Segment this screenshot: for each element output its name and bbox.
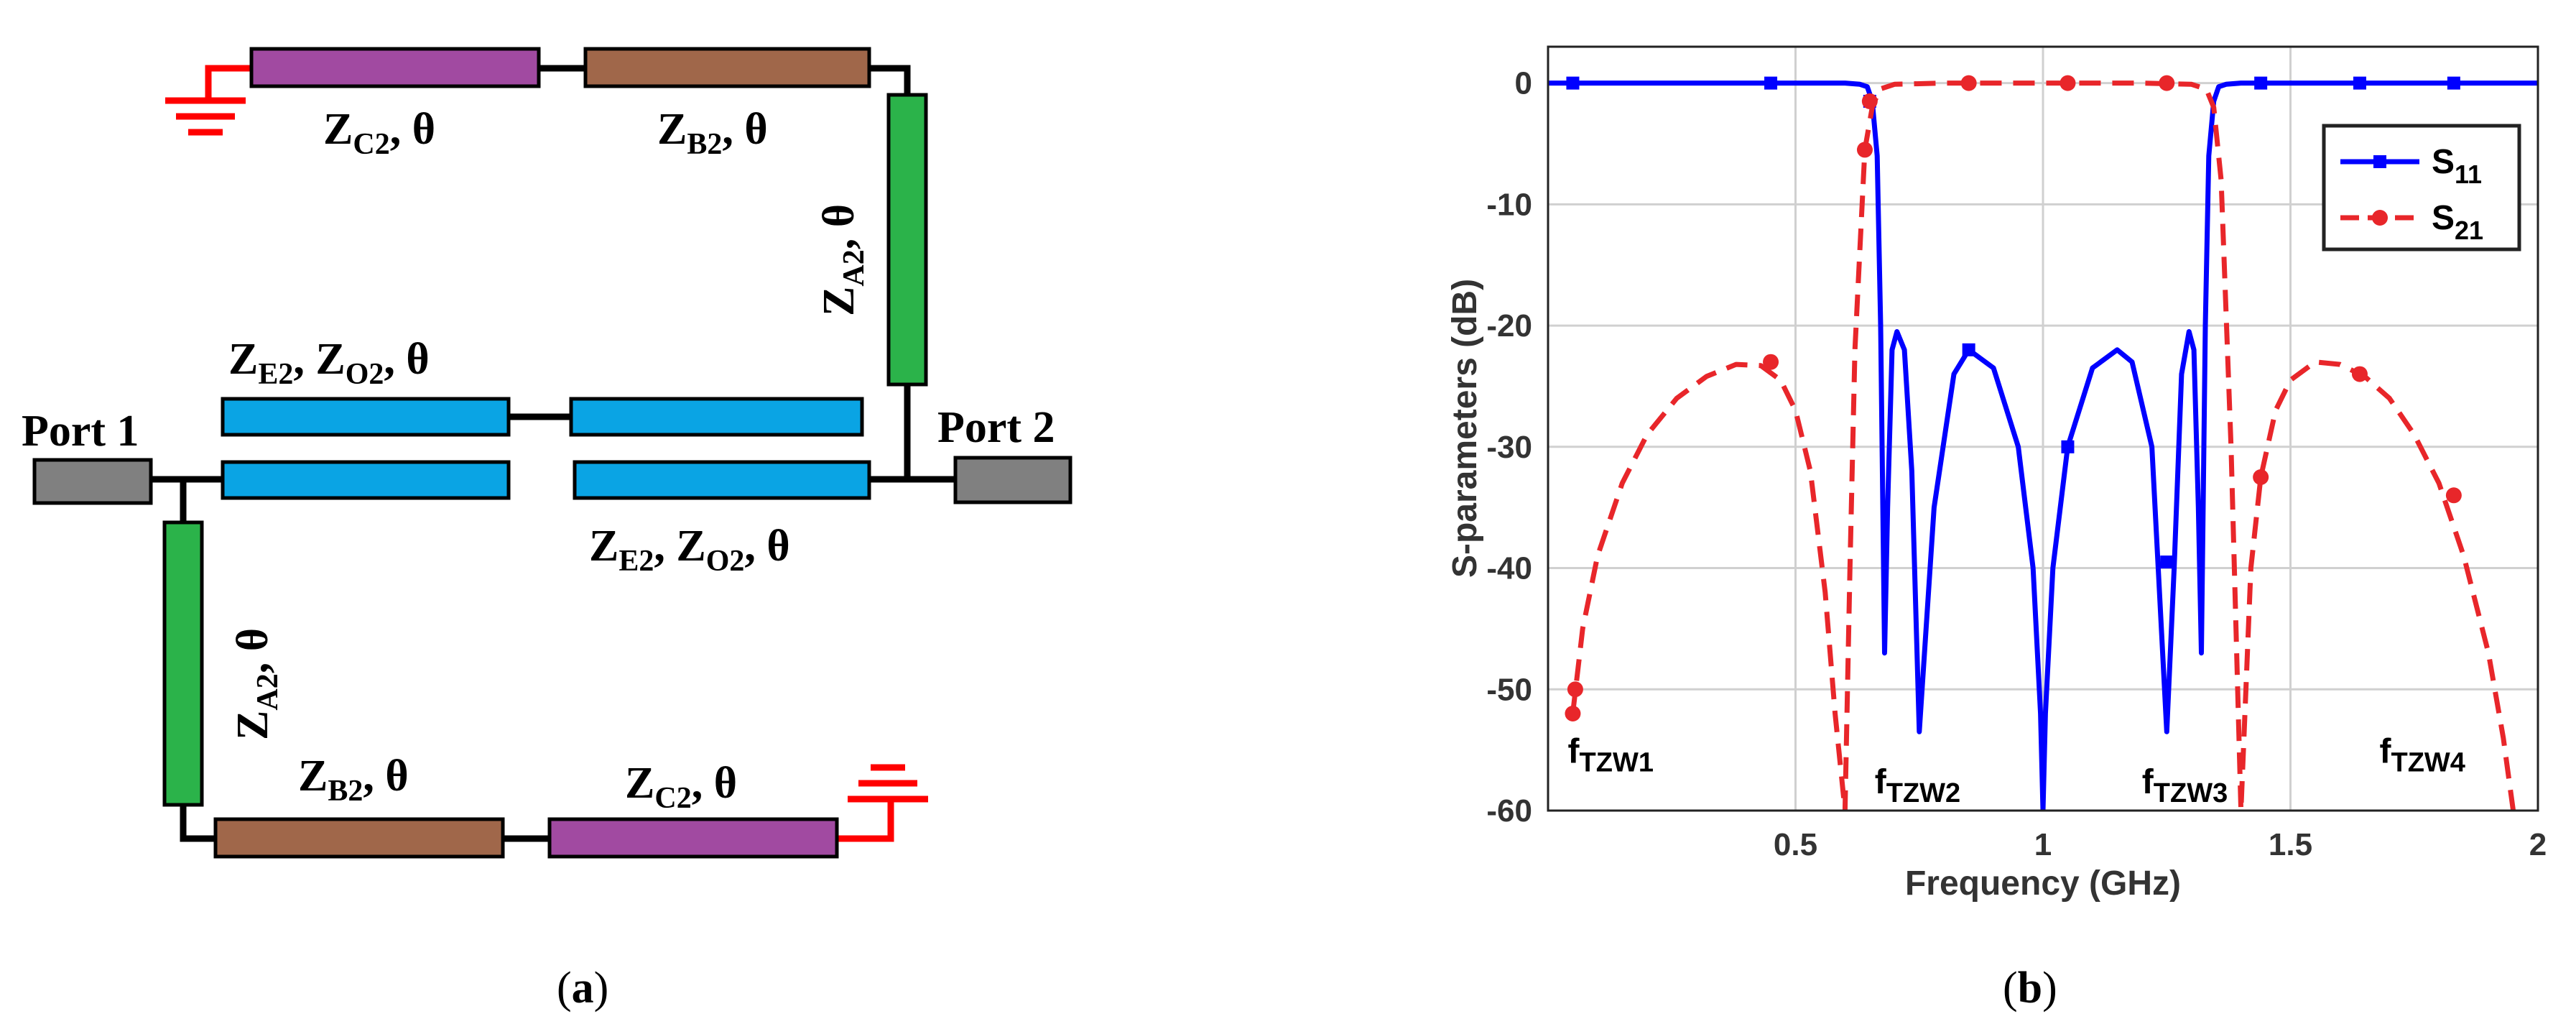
y-axis-label: S-parameters (dB) bbox=[1446, 279, 1484, 578]
stub-zb2-top bbox=[583, 47, 871, 88]
stub-zc2-top bbox=[249, 47, 541, 88]
marker-layer bbox=[1565, 75, 2462, 722]
marker-s21 bbox=[2351, 366, 2368, 382]
legend-box bbox=[2322, 124, 2521, 252]
port2-label: Port 2 bbox=[937, 403, 1055, 452]
marker-s11 bbox=[2061, 440, 2075, 453]
legend-marker-s11 bbox=[2373, 155, 2386, 168]
plot-frame bbox=[1547, 45, 2539, 812]
x-axis-label: Frequency (GHz) bbox=[1905, 864, 2181, 903]
marker-s21 bbox=[2159, 75, 2175, 91]
ground-bottom-right-icon bbox=[837, 764, 928, 842]
caption-b: (b) bbox=[2003, 964, 2057, 1013]
y-tick-label: -50 bbox=[1486, 672, 1532, 707]
marker-s11 bbox=[1764, 76, 1778, 90]
marker-s21 bbox=[2060, 75, 2076, 91]
y-tick-label: 0 bbox=[1515, 66, 1532, 101]
label-coupled-top: ZE2, ZO2, θ bbox=[228, 335, 430, 391]
label-za2-left: ZA2, θ bbox=[228, 628, 284, 740]
coupled-line-bottom-right bbox=[573, 460, 871, 500]
legend-marker-s21 bbox=[2372, 210, 2388, 226]
marker-s11 bbox=[2353, 76, 2366, 90]
coupled-line-top-left bbox=[221, 397, 511, 437]
label-zc2-top: ZC2, θ bbox=[323, 105, 435, 161]
x-tick-label: 1 bbox=[2034, 827, 2052, 862]
marker-s11 bbox=[2447, 76, 2460, 90]
circuit-diagram: Port 1 Port 2 ZC2, θ ZB2, θ ZA2, θ ZE2, … bbox=[22, 47, 1072, 859]
wire-left-bottom bbox=[180, 801, 219, 842]
wires bbox=[147, 65, 959, 842]
series-line-s11 bbox=[1548, 80, 2538, 811]
annotation-ftzw4: fTZW4 bbox=[2380, 733, 2465, 778]
marker-s11 bbox=[1962, 343, 1975, 356]
marker-s11 bbox=[2254, 76, 2268, 90]
stub-zb2-bottom bbox=[213, 817, 505, 859]
marker-s21 bbox=[2445, 487, 2462, 504]
label-zb2-top: ZB2, θ bbox=[657, 105, 768, 161]
x-tick-label: 1.5 bbox=[2269, 827, 2312, 862]
marker-s21 bbox=[1567, 681, 1583, 698]
stub-za2-left bbox=[162, 520, 204, 807]
stub-zc2-bottom bbox=[547, 817, 839, 859]
annotations: fTZW1 fTZW2 fTZW3 fTZW4 bbox=[1568, 733, 2465, 808]
annotation-ftzw1: fTZW1 bbox=[1568, 733, 1654, 778]
port2-block bbox=[953, 456, 1072, 504]
label-zc2-bottom: ZC2, θ bbox=[625, 759, 737, 815]
label-coupled-bottom: ZE2, ZO2, θ bbox=[589, 522, 790, 578]
marker-s21 bbox=[1763, 354, 1779, 370]
marker-s11 bbox=[1566, 76, 1580, 90]
y-tick-label: -60 bbox=[1486, 793, 1532, 829]
y-tick-label: -10 bbox=[1486, 187, 1532, 222]
marker-s21 bbox=[1861, 93, 1878, 109]
legend-label-s21: S21 bbox=[2432, 199, 2483, 245]
x-tick-label: 0.5 bbox=[1774, 827, 1817, 862]
marker-s21 bbox=[1565, 706, 1581, 722]
annotation-ftzw3: fTZW3 bbox=[2142, 763, 2228, 808]
legend-label-s11: S11 bbox=[2432, 143, 2482, 189]
ground-top-left-icon bbox=[165, 65, 251, 136]
y-tick-label: -20 bbox=[1486, 308, 1532, 343]
y-tick-label: -30 bbox=[1486, 430, 1532, 465]
coupled-line-top-right bbox=[569, 397, 864, 437]
annotation-ftzw2: fTZW2 bbox=[1875, 763, 1960, 808]
marker-s11 bbox=[2160, 555, 2174, 569]
marker-s21 bbox=[1960, 75, 1977, 91]
label-zb2-bottom: ZB2, θ bbox=[298, 752, 409, 808]
port1-block bbox=[32, 458, 153, 505]
y-tick-label: -40 bbox=[1486, 551, 1532, 586]
marker-s21 bbox=[1856, 142, 1873, 158]
port1-label: Port 1 bbox=[22, 407, 139, 456]
caption-a: (a) bbox=[557, 964, 608, 1013]
label-za2-right: ZA2, θ bbox=[815, 204, 871, 316]
coupled-line-bottom-left bbox=[221, 460, 511, 500]
marker-s21 bbox=[2253, 469, 2269, 485]
x-tick-label: 2 bbox=[2529, 827, 2547, 862]
wire-right-down bbox=[866, 381, 911, 483]
stub-za2-right bbox=[886, 93, 928, 387]
wire-top-right bbox=[866, 65, 911, 98]
tick-labels: 0.5 1 1.5 2 0 -10 -20 -30 -40 -50 -60 bbox=[1486, 66, 2547, 862]
